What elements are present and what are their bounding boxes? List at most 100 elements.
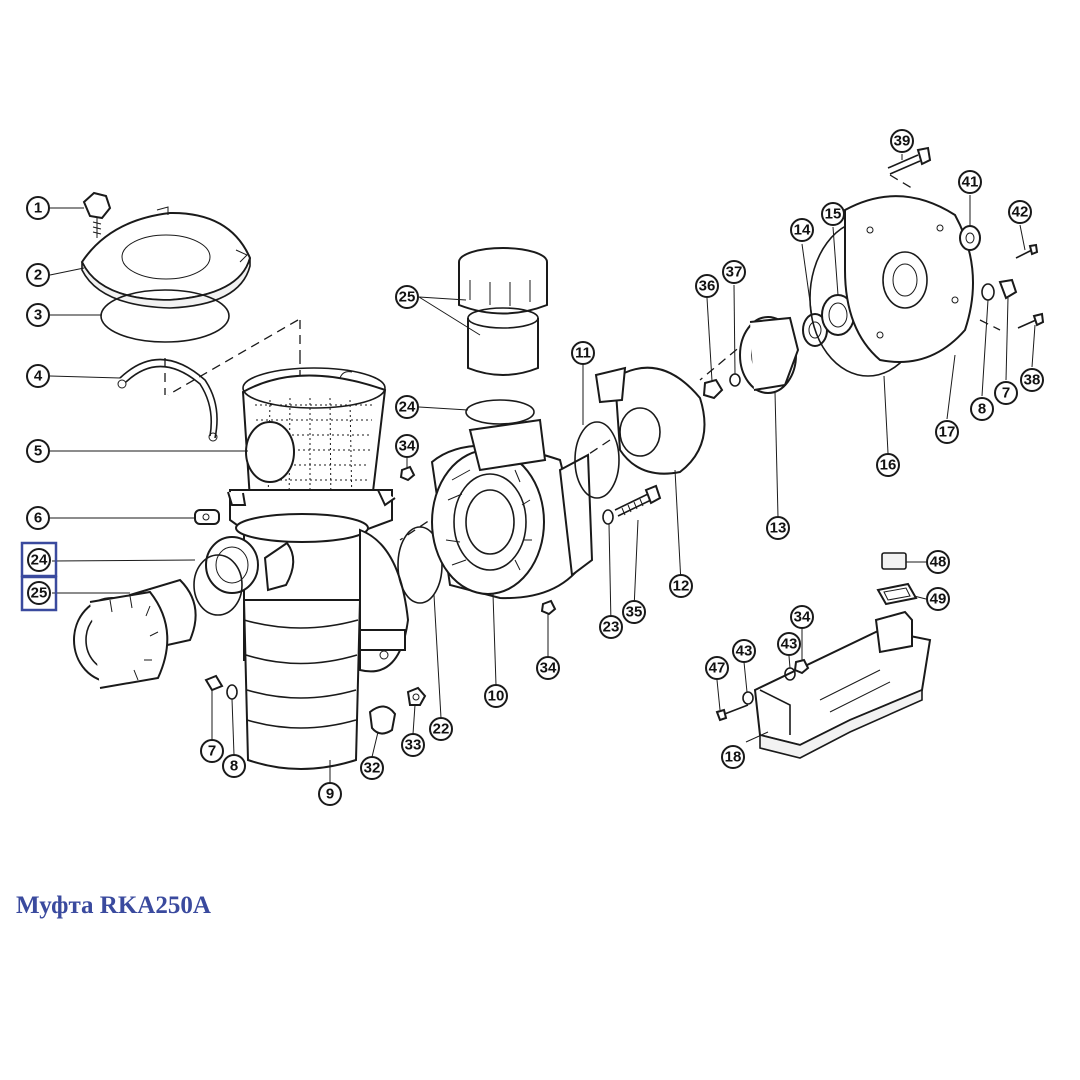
drain-plug-left [204, 674, 238, 700]
callout-label: 3 [34, 307, 42, 324]
callout-12: 12 [669, 574, 693, 598]
callout-label: 25 [31, 585, 48, 602]
rubber-seat-49 [876, 582, 918, 606]
nut-34-low [540, 599, 557, 616]
callout-1: 1 [26, 196, 50, 220]
callout-7-right: 7 [994, 381, 1018, 405]
strainer-basket [241, 367, 387, 513]
callout-38: 38 [1020, 368, 1044, 392]
callout-35: 35 [622, 600, 646, 624]
callout-label: 48 [930, 554, 947, 571]
union-o-ring-left [193, 554, 243, 616]
callout-label: 36 [699, 278, 716, 295]
callout-13: 13 [766, 516, 790, 540]
callout-label: 14 [794, 222, 811, 239]
callout-label: 23 [603, 619, 620, 636]
callout-41: 41 [958, 170, 982, 194]
callout-47: 47 [705, 656, 729, 680]
callout-33: 33 [401, 733, 425, 757]
callout-25-left: 25 [27, 581, 51, 605]
callout-label: 43 [781, 636, 798, 653]
washer-37 [729, 373, 741, 387]
nut-34-base [793, 658, 810, 675]
callout-label: 37 [726, 264, 743, 281]
callout-label: 13 [770, 520, 787, 537]
callout-34-mid: 34 [395, 434, 419, 458]
nut-33 [406, 686, 427, 706]
callout-32: 32 [360, 756, 384, 780]
callout-label: 17 [939, 424, 956, 441]
callout-label: 25 [399, 289, 416, 306]
bolt-35 [614, 484, 662, 517]
callout-label: 2 [34, 267, 42, 284]
callout-label: 24 [399, 399, 416, 416]
callout-16: 16 [876, 453, 900, 477]
impeller-nut-36 [702, 378, 724, 400]
callout-label: 34 [794, 609, 811, 626]
plug-32 [368, 705, 397, 735]
pre-filter-housing [205, 489, 410, 770]
drain-plug-right [981, 278, 1018, 301]
callout-label: 6 [34, 510, 42, 527]
bolt-39 [887, 146, 932, 175]
diagram-caption: Муфта RKA250A [16, 892, 211, 919]
washer-23 [602, 509, 614, 525]
callout-label: 8 [978, 401, 986, 418]
callout-label: 24 [31, 552, 48, 569]
union-coupling-left [73, 578, 197, 689]
clamp-bracket [117, 358, 218, 442]
callout-label: 35 [626, 604, 643, 621]
callout-17: 17 [935, 420, 959, 444]
callout-43-a: 43 [732, 639, 756, 663]
callout-5: 5 [26, 439, 50, 463]
callout-label: 8 [230, 758, 238, 775]
union-o-ring-top [465, 399, 535, 425]
seal-plate-17 [844, 195, 974, 363]
callout-8-left: 8 [222, 754, 246, 778]
impeller-13 [739, 316, 800, 394]
callout-3: 3 [26, 303, 50, 327]
highlight-box-25 [20, 575, 58, 612]
callout-label: 34 [540, 660, 557, 677]
callout-label: 12 [673, 578, 690, 595]
bolt-38 [1017, 312, 1045, 329]
lid-o-ring [100, 289, 230, 343]
callout-label: 7 [208, 743, 216, 760]
knob-part [82, 191, 112, 238]
callout-24-left: 24 [27, 548, 51, 572]
callout-37: 37 [722, 260, 746, 284]
callout-label: 11 [575, 345, 591, 362]
callout-39: 39 [890, 129, 914, 153]
callout-label: 47 [709, 660, 726, 677]
callout-label: 5 [34, 443, 42, 460]
lid-part [80, 206, 252, 309]
callout-24-top: 24 [395, 395, 419, 419]
callout-label: 22 [433, 721, 450, 738]
diffuser-12 [594, 366, 706, 475]
callout-label: 10 [488, 688, 505, 705]
washer-43-a [742, 691, 754, 705]
body-o-ring-11 [574, 421, 620, 499]
callout-label: 18 [725, 749, 742, 766]
pin-part [194, 509, 220, 525]
callout-7-left: 7 [200, 739, 224, 763]
callout-34-low: 34 [536, 656, 560, 680]
callout-label: 32 [364, 760, 381, 777]
callout-label: 15 [825, 206, 842, 223]
callout-label: 7 [1002, 385, 1010, 402]
callout-25-top: 25 [395, 285, 419, 309]
callout-label: 41 [962, 174, 979, 191]
callout-label: 16 [880, 457, 897, 474]
callout-label: 39 [894, 133, 911, 150]
callout-label: 9 [326, 786, 334, 803]
union-coupling-top [458, 247, 548, 376]
callout-18: 18 [721, 745, 745, 769]
bolt-47 [715, 704, 749, 722]
callout-22: 22 [429, 717, 453, 741]
callout-49: 49 [926, 587, 950, 611]
callout-label: 42 [1012, 204, 1029, 221]
callout-43-b: 43 [777, 632, 801, 656]
callout-4: 4 [26, 364, 50, 388]
callout-label: 33 [405, 737, 422, 754]
